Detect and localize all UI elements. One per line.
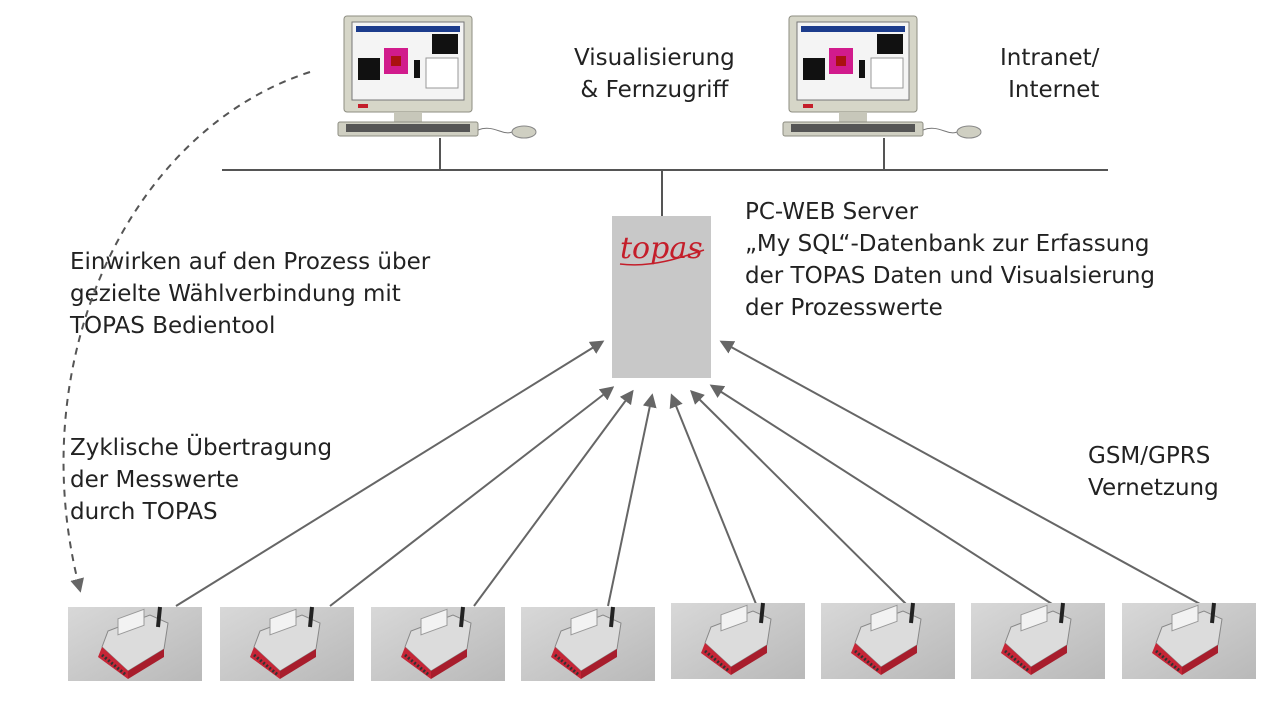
- desktop-computer-icon: [782, 15, 982, 139]
- dial-connection-label: Einwirken auf den Prozess über gezielte …: [70, 249, 431, 339]
- uplink-arrow-6: [690, 390, 907, 605]
- uplink-arrow-4: [607, 393, 657, 607]
- topas-gsm-module-icon: [220, 606, 354, 681]
- intranet-label: Intranet/ Internet: [1000, 45, 1100, 103]
- device-uplink-arrows: [175, 340, 1201, 607]
- topas-logo-swoosh: [619, 249, 705, 266]
- uplink-arrow-3: [473, 389, 634, 607]
- cyclic-transfer-label: Zyklische Übertragung der Messwerte durc…: [70, 435, 333, 525]
- topas-gsm-module-icon: [971, 602, 1105, 679]
- topas-gsm-module-icon: [521, 606, 655, 681]
- server-description: PC-WEB Server „My SQL“-Datenbank zur Erf…: [745, 199, 1156, 321]
- uplink-arrow-2: [329, 386, 615, 607]
- topas-gsm-module-icon: [371, 606, 505, 681]
- web-server-box: [612, 216, 711, 378]
- uplink-arrow-5: [669, 393, 757, 605]
- topas-logo: topas: [620, 231, 703, 266]
- topas-gsm-module-icon: [671, 602, 805, 679]
- dial-connection-arrow: [62, 71, 311, 593]
- desktop-computer-icon: [337, 15, 537, 139]
- uplink-arrow-1: [175, 340, 605, 607]
- visualization-label: Visualisierung & Fernzugriff: [574, 45, 735, 103]
- topas-gsm-module-icon: [1122, 602, 1256, 679]
- device-row: [68, 602, 1256, 681]
- gsm-network-label: GSM/GPRS Vernetzung: [1088, 443, 1219, 501]
- uplink-arrow-7: [709, 384, 1053, 605]
- topas-gsm-module-icon: [821, 602, 955, 679]
- uplink-arrow-8: [719, 340, 1201, 605]
- topas-gsm-module-icon: [68, 606, 202, 681]
